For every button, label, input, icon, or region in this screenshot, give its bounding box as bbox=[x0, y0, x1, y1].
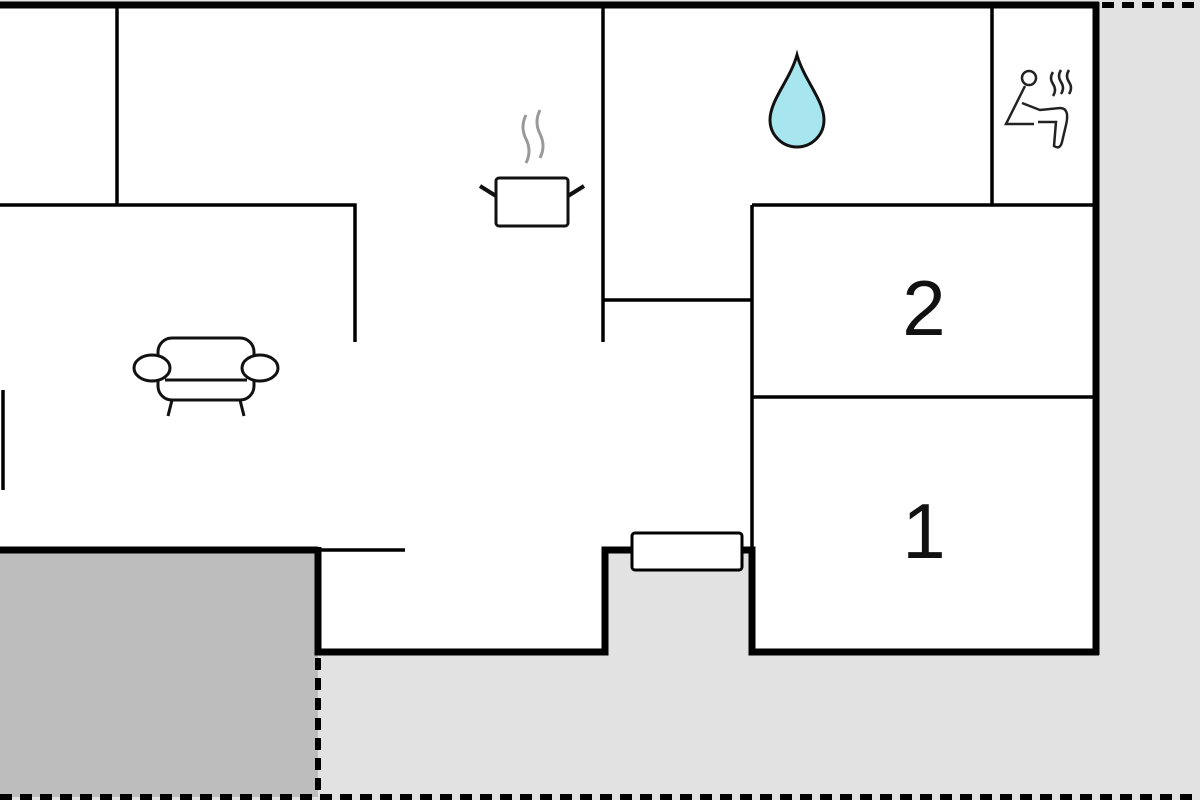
interior bbox=[0, 5, 1096, 550]
bedroom-1-label: 1 bbox=[902, 487, 945, 575]
cooking-pot-icon bbox=[478, 109, 586, 228]
thin-walls bbox=[0, 5, 1096, 552]
interior-lower bbox=[318, 545, 605, 652]
water-drop-icon bbox=[768, 49, 826, 149]
sauna-icon bbox=[1003, 69, 1073, 149]
thick-walls bbox=[0, 1, 1100, 656]
interior-bedroom1-lower bbox=[752, 545, 1096, 652]
bedroom-2-label: 2 bbox=[902, 264, 945, 352]
armchair-icon bbox=[132, 336, 280, 417]
window bbox=[630, 531, 744, 572]
terrace bbox=[0, 550, 318, 797]
